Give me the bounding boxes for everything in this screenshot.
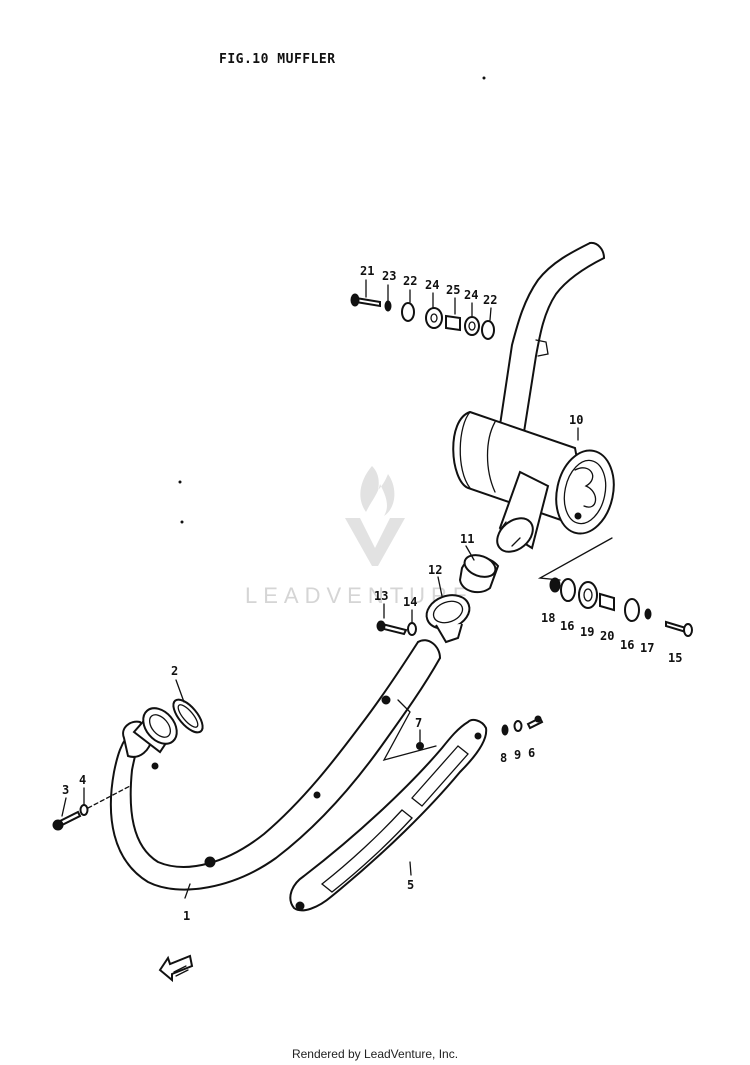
callout-7: 7 [415, 716, 422, 730]
scan-speck [178, 480, 182, 484]
seal-part-11 [458, 554, 500, 594]
callout-14: 14 [403, 595, 417, 609]
callout-25: 25 [446, 283, 460, 297]
tail-pipe [499, 241, 605, 433]
nut-part-8 [501, 724, 509, 736]
callout-8: 8 [500, 751, 507, 765]
callout-15: 15 [668, 651, 682, 665]
callout-23: 23 [382, 269, 396, 283]
leader-bolt-3 [87, 785, 131, 809]
heat-shield [289, 719, 488, 912]
bolt-part-13 [376, 620, 408, 636]
callout-3: 3 [62, 783, 69, 797]
gasket-part-2 [172, 698, 204, 734]
callout-1: 1 [183, 909, 190, 923]
clamp-part-12 [425, 594, 471, 644]
muffler-body [452, 410, 615, 553]
callout-22b: 22 [483, 293, 497, 307]
callout-4: 4 [79, 773, 86, 787]
callout-24b: 24 [464, 288, 478, 302]
callout-21: 21 [360, 264, 374, 278]
callout-13: 13 [374, 589, 388, 603]
figure-title: FIG.10 MUFFLER [219, 52, 336, 67]
watermark-logo [345, 466, 405, 566]
callout-11: 11 [460, 532, 474, 546]
callout-2: 2 [171, 664, 178, 678]
washer-part-14 [407, 622, 417, 636]
callout-18: 18 [541, 611, 555, 625]
front-direction-arrow-icon [158, 954, 194, 983]
callout-22a: 22 [403, 274, 417, 288]
callout-6: 6 [528, 746, 535, 760]
callout-16a: 16 [560, 619, 574, 633]
callout-19: 19 [580, 625, 594, 639]
washer-part-9 [513, 720, 523, 732]
callout-17: 17 [640, 641, 654, 655]
arrow-hatching [173, 965, 189, 977]
callout-20: 20 [600, 629, 614, 643]
bolt-part-6-head [534, 715, 542, 723]
mounting-hardware-right [537, 537, 693, 637]
part-7-nut [416, 742, 424, 750]
leader-heat-shield [382, 699, 437, 762]
callout-9: 9 [514, 748, 521, 762]
callout-labels: 1 2 3 4 5 6 7 8 9 10 11 12 13 14 15 16 1… [62, 264, 682, 923]
callout-5: 5 [407, 878, 414, 892]
scan-speck [180, 520, 184, 524]
footer-credit: Rendered by LeadVenture, Inc. [291, 1047, 459, 1061]
callout-12: 12 [428, 563, 442, 577]
mounting-hardware-upper [350, 293, 495, 340]
callout-16b: 16 [620, 638, 634, 652]
scan-speck [482, 76, 486, 80]
bolt-part-3 [52, 810, 82, 831]
callout-10: 10 [569, 413, 583, 427]
washer-part-4 [79, 804, 89, 816]
callout-24a: 24 [425, 278, 439, 292]
callout-leaders [61, 279, 579, 899]
exhaust-header-pipe [109, 639, 441, 891]
